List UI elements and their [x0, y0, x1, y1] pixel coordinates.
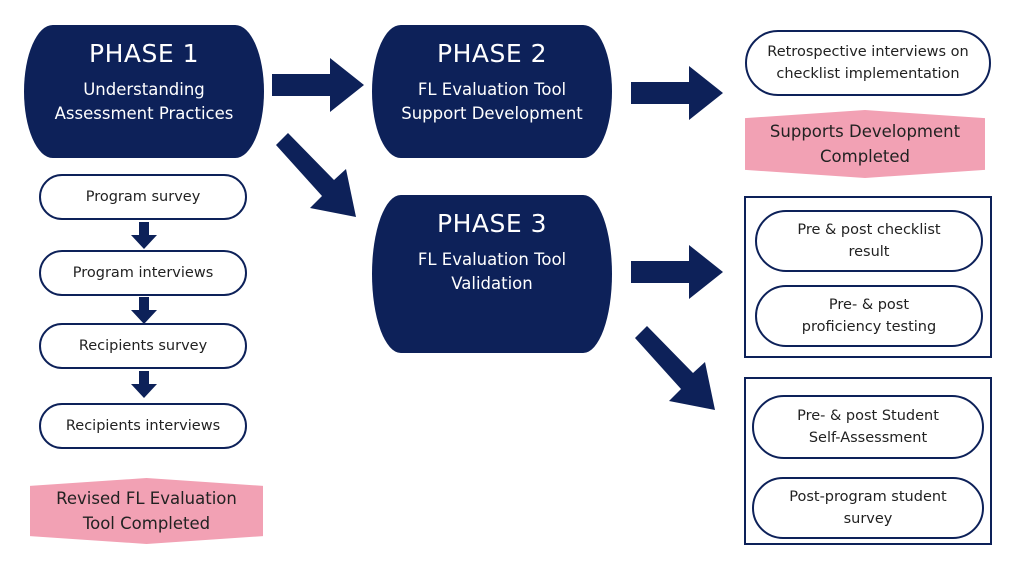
- output-line: Self-Assessment: [808, 430, 928, 446]
- milestone-supports-development-completed: Supports Development Completed: [745, 110, 985, 178]
- arrow-down-icon: [131, 297, 157, 324]
- step-label: Program interviews: [72, 265, 214, 281]
- output-line: proficiency testing: [801, 319, 937, 335]
- output-line: Pre & post checklist: [797, 222, 941, 238]
- phase-1-box: PHASE 1 Understanding Assessment Practic…: [24, 25, 264, 158]
- output-line: Post-program student: [789, 489, 947, 505]
- output-proficiency-testing: Pre- & post proficiency testing: [755, 285, 983, 347]
- step-recipients-survey: Recipients survey: [39, 323, 247, 369]
- phase-2-subtitle-line: Support Development: [401, 104, 583, 123]
- arrow-down-icon: [131, 222, 157, 249]
- output-retrospective-interviews: Retrospective interviews on checklist im…: [745, 30, 991, 96]
- output-line: survey: [843, 511, 893, 527]
- phase-2-box: PHASE 2 FL Evaluation Tool Support Devel…: [372, 25, 612, 158]
- output-line: Pre- & post: [828, 297, 910, 313]
- milestone-line: Completed: [820, 147, 910, 166]
- milestone-line: Tool Completed: [82, 514, 211, 533]
- step-program-survey: Program survey: [39, 174, 247, 220]
- step-label: Program survey: [85, 189, 201, 205]
- phase-3-subtitle-line: FL Evaluation Tool: [417, 250, 567, 269]
- output-line: Retrospective interviews on: [767, 44, 969, 60]
- phase-1-title: PHASE 1: [89, 39, 199, 68]
- arrow-right-icon: [272, 58, 364, 112]
- phase-2-subtitle: FL Evaluation Tool Support Development: [372, 78, 612, 126]
- arrow-down-icon: [131, 371, 157, 398]
- arrow-right-icon: [631, 66, 723, 120]
- arrow-down-right-icon: [635, 326, 715, 410]
- step-recipients-interviews: Recipients interviews: [39, 403, 247, 449]
- step-program-interviews: Program interviews: [39, 250, 247, 296]
- milestone-line: Revised FL Evaluation: [56, 489, 237, 508]
- phase-2-subtitle-line: FL Evaluation Tool: [417, 80, 567, 99]
- phase-3-box: PHASE 3 FL Evaluation Tool Validation: [372, 195, 612, 353]
- milestone-line: Supports Development: [769, 122, 961, 141]
- phase-1-subtitle-line: Assessment Practices: [54, 104, 234, 123]
- milestone-revised-tool-completed: Revised FL Evaluation Tool Completed: [30, 478, 263, 544]
- phase-3-group-checklist-proficiency: [744, 196, 992, 358]
- step-label: Recipients survey: [78, 338, 208, 354]
- step-label: Recipients interviews: [65, 418, 221, 434]
- phase-3-group-self-assessment-survey: [744, 377, 992, 545]
- output-post-program-survey: Post-program student survey: [752, 477, 984, 539]
- arrow-right-icon: [631, 245, 723, 299]
- phase-3-subtitle-line: Validation: [451, 274, 533, 293]
- phase-1-subtitle: Understanding Assessment Practices: [24, 78, 264, 126]
- output-student-self-assessment: Pre- & post Student Self-Assessment: [752, 395, 984, 459]
- phase-2-title: PHASE 2: [437, 39, 547, 68]
- output-checklist-result: Pre & post checklist result: [755, 210, 983, 272]
- phase-1-subtitle-line: Understanding: [83, 80, 205, 99]
- phase-3-title: PHASE 3: [437, 209, 547, 238]
- output-line: Pre- & post Student: [797, 408, 939, 424]
- phase-3-subtitle: FL Evaluation Tool Validation: [372, 248, 612, 296]
- output-line: result: [848, 244, 890, 260]
- output-line: checklist implementation: [776, 66, 960, 82]
- arrow-down-right-icon: [276, 133, 356, 217]
